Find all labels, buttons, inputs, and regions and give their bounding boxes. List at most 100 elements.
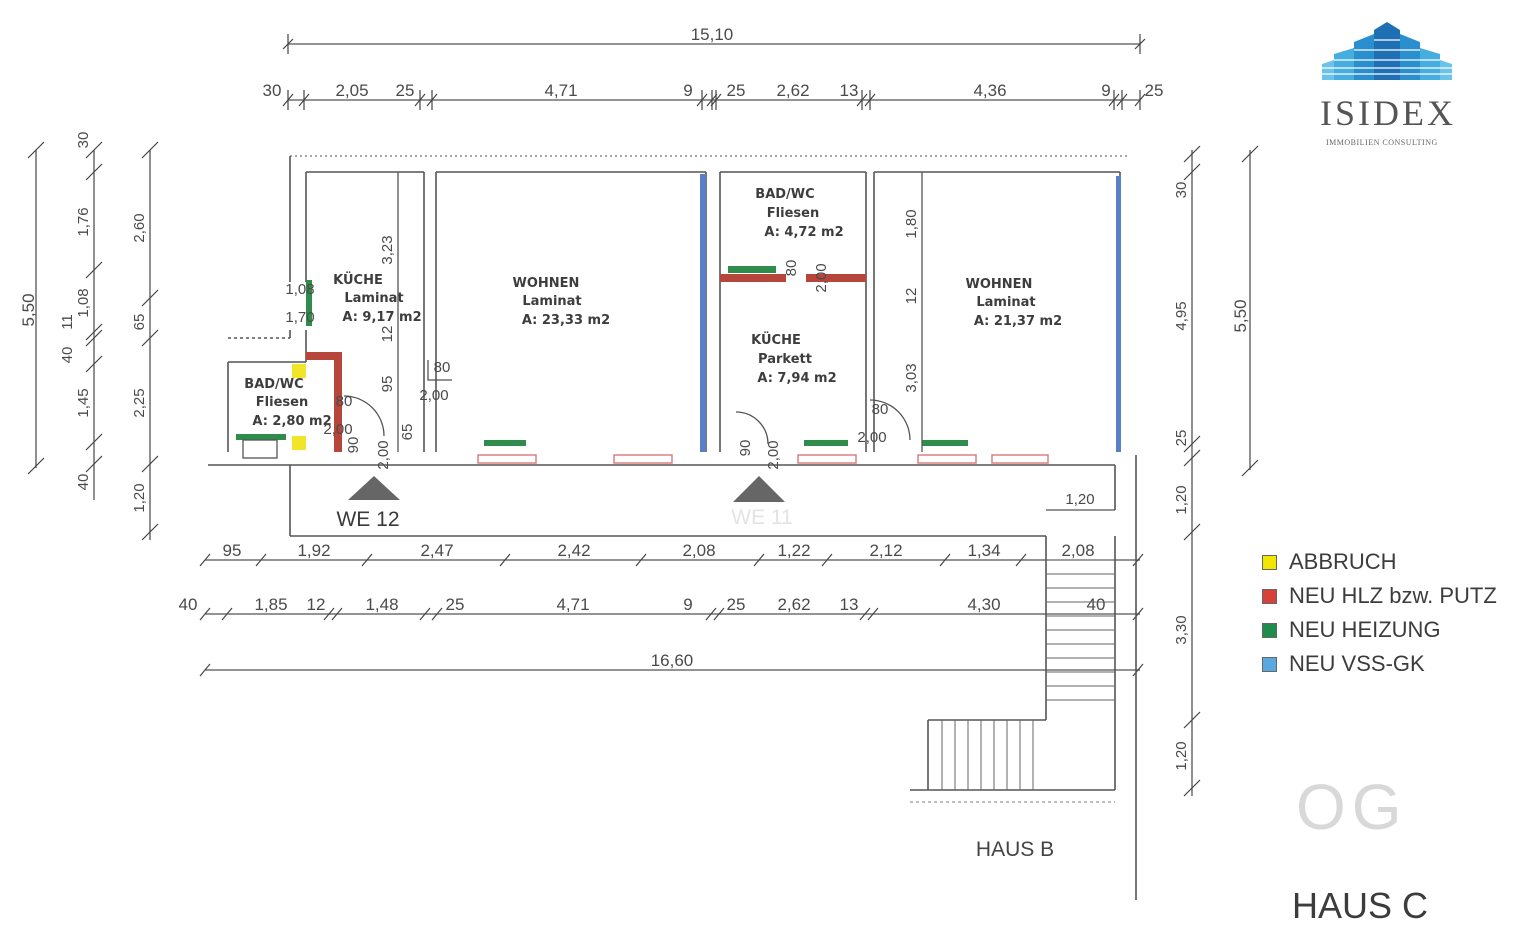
dim-int-11: 1,70: [285, 309, 314, 326]
dim-b2-9: 13: [840, 595, 859, 614]
dim-int-10: 1,08: [285, 281, 314, 298]
dim-right-4: 3,30: [1173, 615, 1190, 644]
room-floor: Parkett: [758, 352, 812, 367]
legend-swatch: [1262, 622, 1277, 638]
dim-int-16: 1,80: [903, 209, 920, 238]
legend-markings: [236, 174, 1121, 464]
dim-b1-4: 2,08: [682, 541, 715, 560]
room-name: WOHNEN: [966, 277, 1033, 292]
door-swings: [343, 360, 911, 445]
logo-brand: ISIDEX: [1320, 93, 1456, 133]
dim-top-total: 15,10: [691, 25, 734, 44]
room-name: BAD/WC: [244, 377, 303, 392]
dim-right-2: 25: [1173, 430, 1190, 447]
room-floor: Laminat: [344, 291, 403, 306]
dim-left-col2-3: 1,20: [131, 483, 148, 512]
room-floor: Fliesen: [767, 206, 819, 221]
dim-int-20: 2,00: [857, 429, 886, 446]
unit-we12-label: WE 12: [336, 508, 399, 531]
legend-item: ABBRUCH: [1262, 545, 1497, 579]
room-name: KÜCHE: [751, 332, 801, 348]
legend-item: NEU HEIZUNG: [1262, 613, 1497, 647]
floor-code: OG: [1296, 771, 1408, 843]
dim-b1-0: 95: [223, 541, 242, 560]
room-area: A: 23,33 m2: [522, 313, 610, 328]
dim-int-12: 80: [783, 260, 800, 277]
legend-swatch: [1262, 554, 1277, 570]
dim-b2-10: 4,30: [967, 595, 1000, 614]
dim-int-5: 2,00: [375, 440, 392, 469]
bottom-row2-dimension: 40 1,85 12 1,48 25 4,71 9 25 2,62 13 4,3…: [179, 595, 1144, 621]
bottom-total-dimension: 16,60: [199, 651, 1144, 677]
dim-int-19: 80: [872, 401, 889, 418]
room-floor: Laminat: [522, 294, 581, 309]
dim-left-col2-1: 65: [131, 314, 148, 331]
dim-top-0: 30: [263, 81, 282, 100]
legend-label: ABBRUCH: [1289, 549, 1397, 574]
dim-b2-1: 1,85: [254, 595, 287, 614]
dim-int-0: 3,23: [379, 235, 396, 264]
dim-top-10: 25: [1145, 81, 1164, 100]
dim-b2-2: 12: [307, 595, 326, 614]
dim-int-6: 80: [336, 393, 353, 410]
dim-int-9: 2,00: [419, 387, 448, 404]
legend-item: NEU VSS-GK: [1262, 647, 1497, 681]
room-kueche-we11: KÜCHE Parkett A: 7,94 m2: [751, 332, 836, 386]
dim-int-7: 2,00: [323, 421, 352, 438]
dim-int-14: 90: [737, 440, 754, 457]
room-area: A: 21,37 m2: [974, 314, 1062, 329]
dim-top-7: 13: [840, 81, 859, 100]
dim-right-1: 4,95: [1173, 301, 1190, 330]
dim-left-col-2: 1,08: [75, 288, 92, 317]
dim-b2-4: 25: [446, 595, 465, 614]
room-area: A: 7,94 m2: [757, 371, 836, 386]
dim-b1-3: 2,42: [557, 541, 590, 560]
dim-right-5: 1,20: [1173, 741, 1190, 770]
dim-left-col-0: 30: [75, 132, 92, 149]
top-row-dimension: 30 2,05 25 4,71 9 25 2,62 13 4,36 9 25: [263, 81, 1164, 110]
dim-top-6: 2,62: [776, 81, 809, 100]
isidex-logo: [1312, 20, 1462, 152]
dim-int-17: 12: [903, 288, 920, 305]
room-name: KÜCHE: [333, 272, 383, 288]
legend: ABBRUCH NEU HLZ bzw. PUTZ NEU HEIZUNG NE…: [1262, 545, 1497, 681]
dim-left-col-3: 11: [59, 314, 76, 330]
interior-dimensions: 3,23 12 95 65 90 2,00 80 2,00 80 2,00 1,…: [285, 172, 1115, 511]
dim-left-col2-0: 2,60: [131, 213, 148, 242]
room-name: BAD/WC: [755, 187, 814, 202]
dim-b2-6: 9: [683, 595, 692, 614]
dim-left-col-4: 40: [59, 347, 76, 364]
bottom-row1-dimension: 95 1,92 2,47 2,42 2,08 1,22 2,12 1,34 2,…: [199, 541, 1144, 567]
dim-right-total: 5,50: [1231, 299, 1250, 332]
room-bad-we12: BAD/WC Fliesen A: 2,80 m2: [244, 377, 331, 429]
logo-tagline: IMMOBILIEN CONSULTING: [1326, 138, 1438, 147]
room-area: A: 9,17 m2: [342, 310, 421, 325]
neighbor-house-label: HAUS B: [976, 838, 1054, 861]
dim-left-col-5: 1,45: [75, 388, 92, 417]
dim-top-5: 25: [727, 81, 746, 100]
dim-top-1: 2,05: [335, 81, 368, 100]
dim-right-0: 30: [1173, 182, 1190, 199]
dim-left-col-1: 1,76: [75, 207, 92, 236]
dim-int-8: 80: [434, 359, 451, 376]
room-area: A: 2,80 m2: [252, 414, 331, 429]
dim-b2-5: 4,71: [556, 595, 589, 614]
room-area: A: 4,72 m2: [764, 225, 843, 240]
house-label: HAUS C: [1292, 885, 1429, 926]
building-logo-icon: [1322, 22, 1452, 80]
dim-int-18: 3,03: [903, 363, 920, 392]
left-dimensions: 5,50 30 1,76 1,08 11 40 1,45 40 2,60 65 …: [19, 132, 159, 541]
legend-swatch: [1262, 656, 1277, 672]
room-kueche-we12: KÜCHE Laminat A: 9,17 m2: [333, 272, 421, 325]
dim-int-1: 12: [379, 326, 396, 343]
staircase: [941, 559, 1115, 790]
legend-label: NEU HEIZUNG: [1289, 617, 1441, 642]
room-name: WOHNEN: [513, 276, 580, 291]
dim-left-col-6: 40: [75, 474, 92, 491]
dim-bottom-total: 16,60: [651, 651, 694, 670]
room-floor: Fliesen: [256, 395, 308, 410]
legend-item: NEU HLZ bzw. PUTZ: [1262, 579, 1497, 613]
legend-label: NEU VSS-GK: [1289, 651, 1425, 676]
dim-b2-11: 40: [1087, 595, 1106, 614]
dim-top-4: 9: [683, 81, 692, 100]
